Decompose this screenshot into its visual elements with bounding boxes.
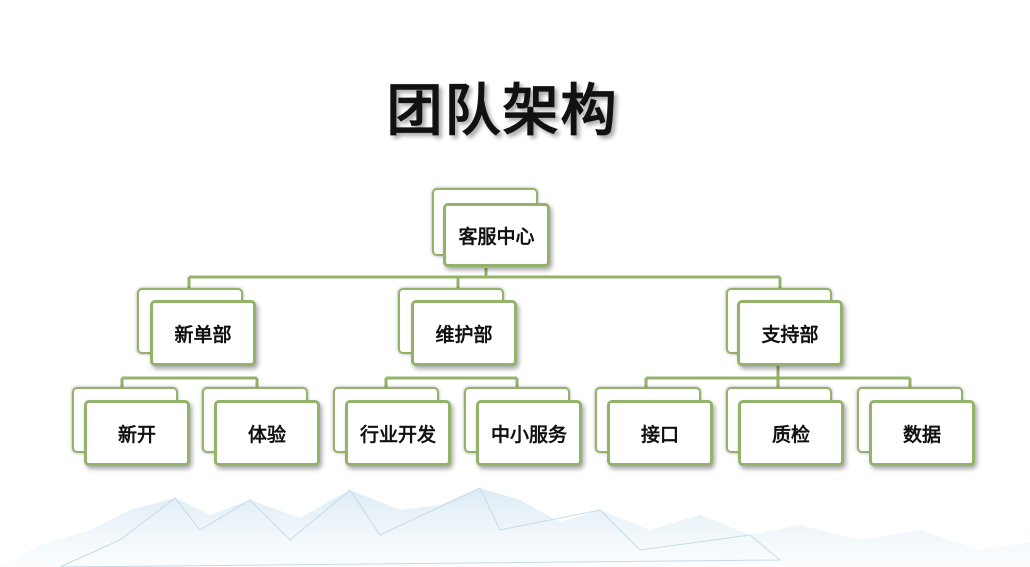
node-label-team: 质检: [738, 400, 844, 466]
node-label-team: 中小服务: [476, 400, 582, 466]
node-label-team: 新开: [84, 400, 190, 466]
node-label-team: 数据: [869, 400, 975, 466]
node-label-team: 行业开发: [345, 400, 451, 466]
node-label-dept: 维护部: [411, 300, 517, 366]
node-label-root: 客服中心: [443, 203, 550, 267]
mountain-background-decoration: [0, 487, 1030, 567]
node-label-dept: 新单部: [150, 300, 256, 366]
node-label-team: 体验: [214, 400, 320, 466]
page-title: 团队架构: [386, 79, 619, 144]
node-label-team: 接口: [607, 400, 713, 466]
node-label-dept: 支持部: [737, 300, 843, 366]
